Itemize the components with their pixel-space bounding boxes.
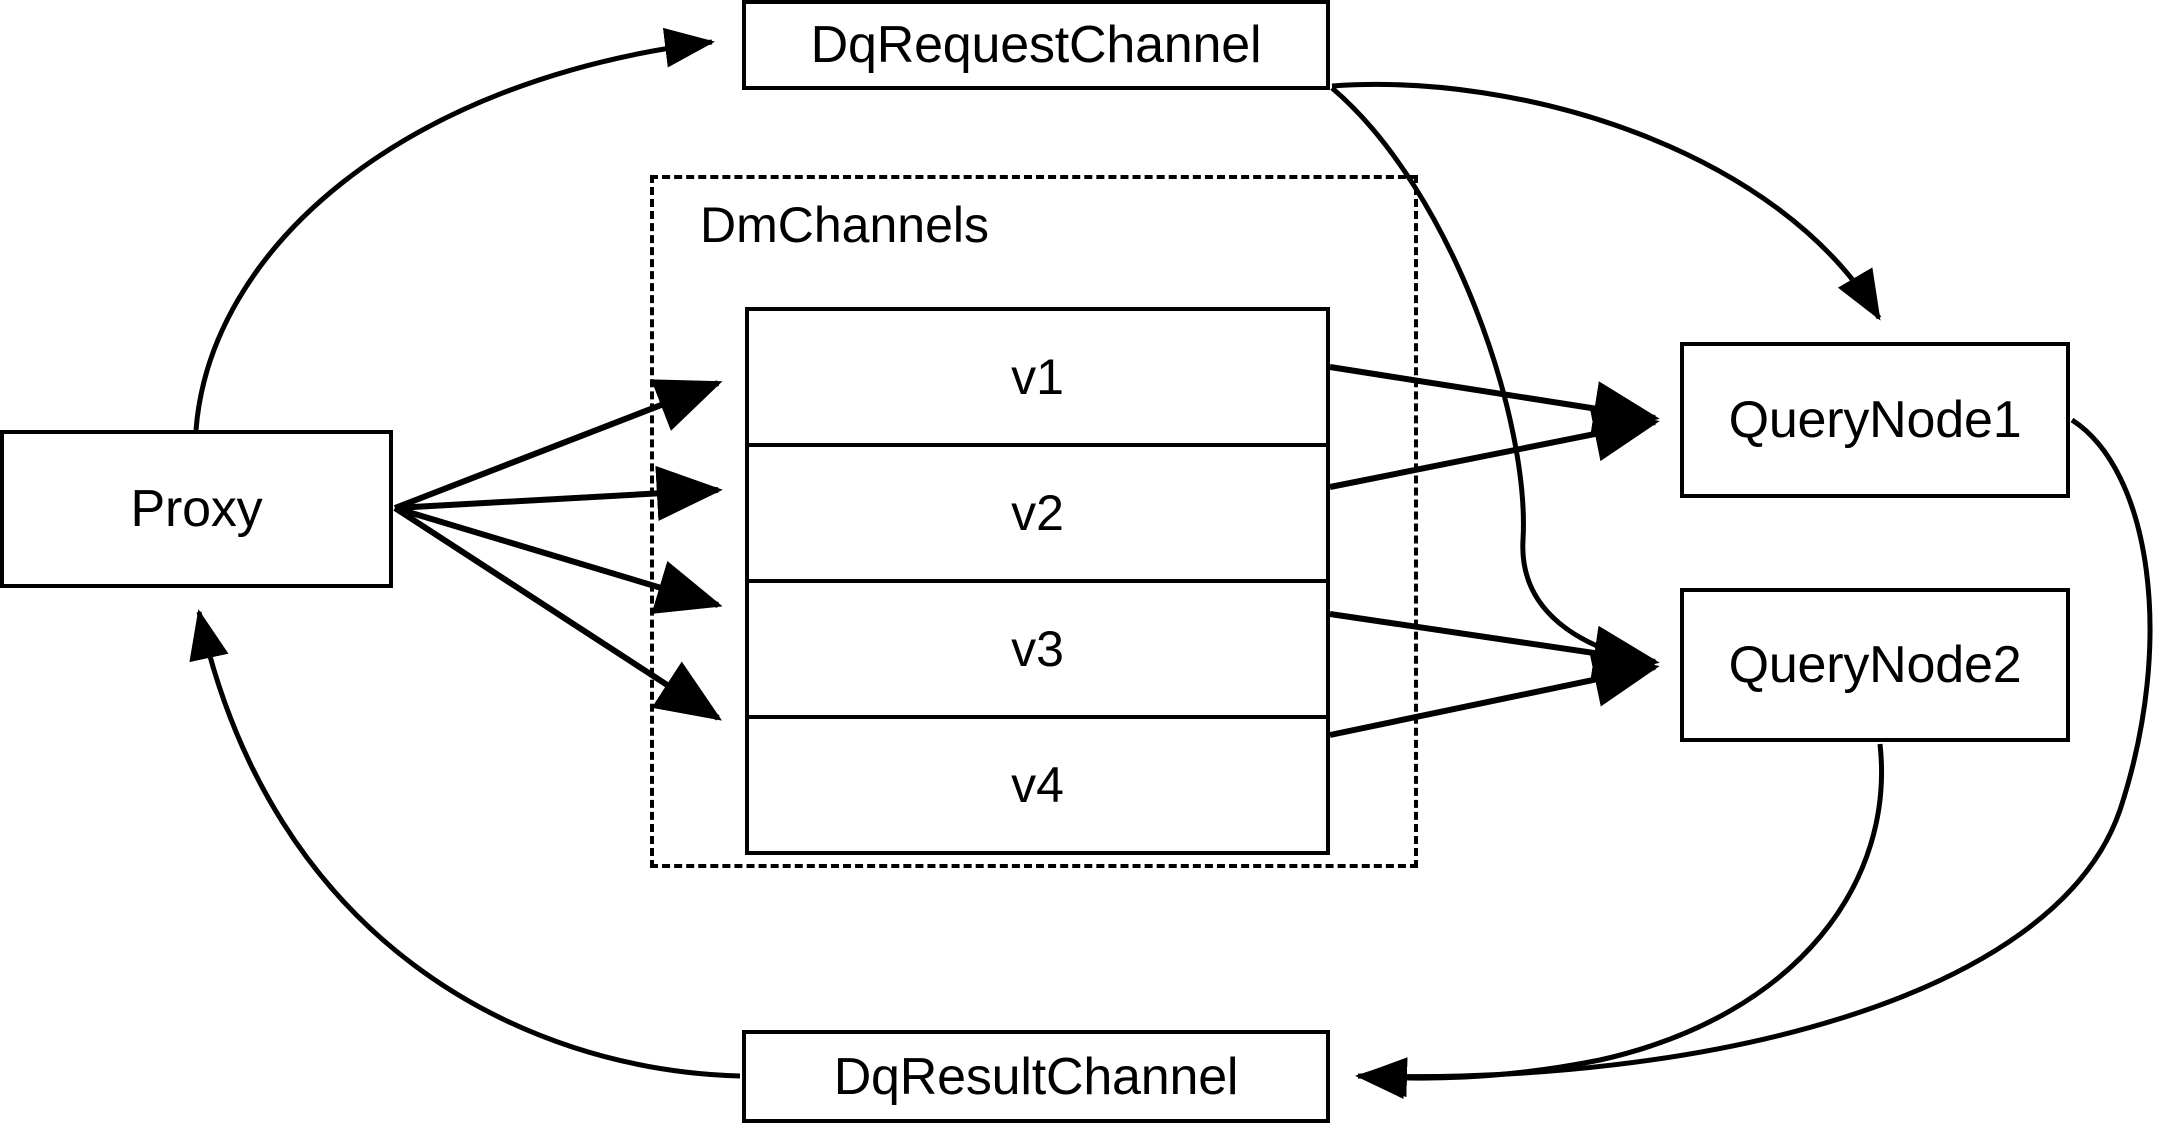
node-proxy[interactable]: Proxy: [0, 430, 393, 588]
vchannel-row[interactable]: v4: [749, 719, 1326, 851]
edge-querynode2-to-dqresultchannel: [1355, 743, 1884, 1099]
vchannel-row-label: v4: [1011, 757, 1064, 813]
vchannel-row[interactable]: v2: [749, 447, 1326, 583]
node-dq-result-channel[interactable]: DqResultChannel: [742, 1030, 1330, 1123]
edge-querynode1-to-dqresultchannel: [1357, 417, 2153, 1098]
vchannel-row-label: v3: [1011, 621, 1064, 677]
node-proxy-label: Proxy: [130, 480, 263, 538]
vchannel-row-label: v1: [1011, 349, 1064, 405]
node-dq-result-channel-label: DqResultChannel: [833, 1047, 1239, 1106]
dm-channels-group-boundary: [650, 175, 1418, 868]
vchannel-row[interactable]: v3: [749, 583, 1326, 719]
node-query-node-1-label: QueryNode1: [1728, 391, 2022, 449]
node-query-node-2-label: QueryNode2: [1728, 636, 2022, 694]
edge-proxy-to-dqrequestchannel: [193, 27, 715, 431]
vchannel-row-label: v2: [1011, 485, 1064, 541]
node-query-node-2[interactable]: QueryNode2: [1680, 588, 2070, 742]
vchannel-table: v1 v2 v3 v4: [745, 307, 1330, 855]
node-dq-request-channel[interactable]: DqRequestChannel: [742, 0, 1330, 90]
node-query-node-1[interactable]: QueryNode1: [1680, 342, 2070, 498]
vchannel-row[interactable]: v1: [749, 311, 1326, 447]
dm-channels-group-label: DmChannels: [700, 197, 990, 253]
node-dq-request-channel-label: DqRequestChannel: [810, 16, 1262, 74]
